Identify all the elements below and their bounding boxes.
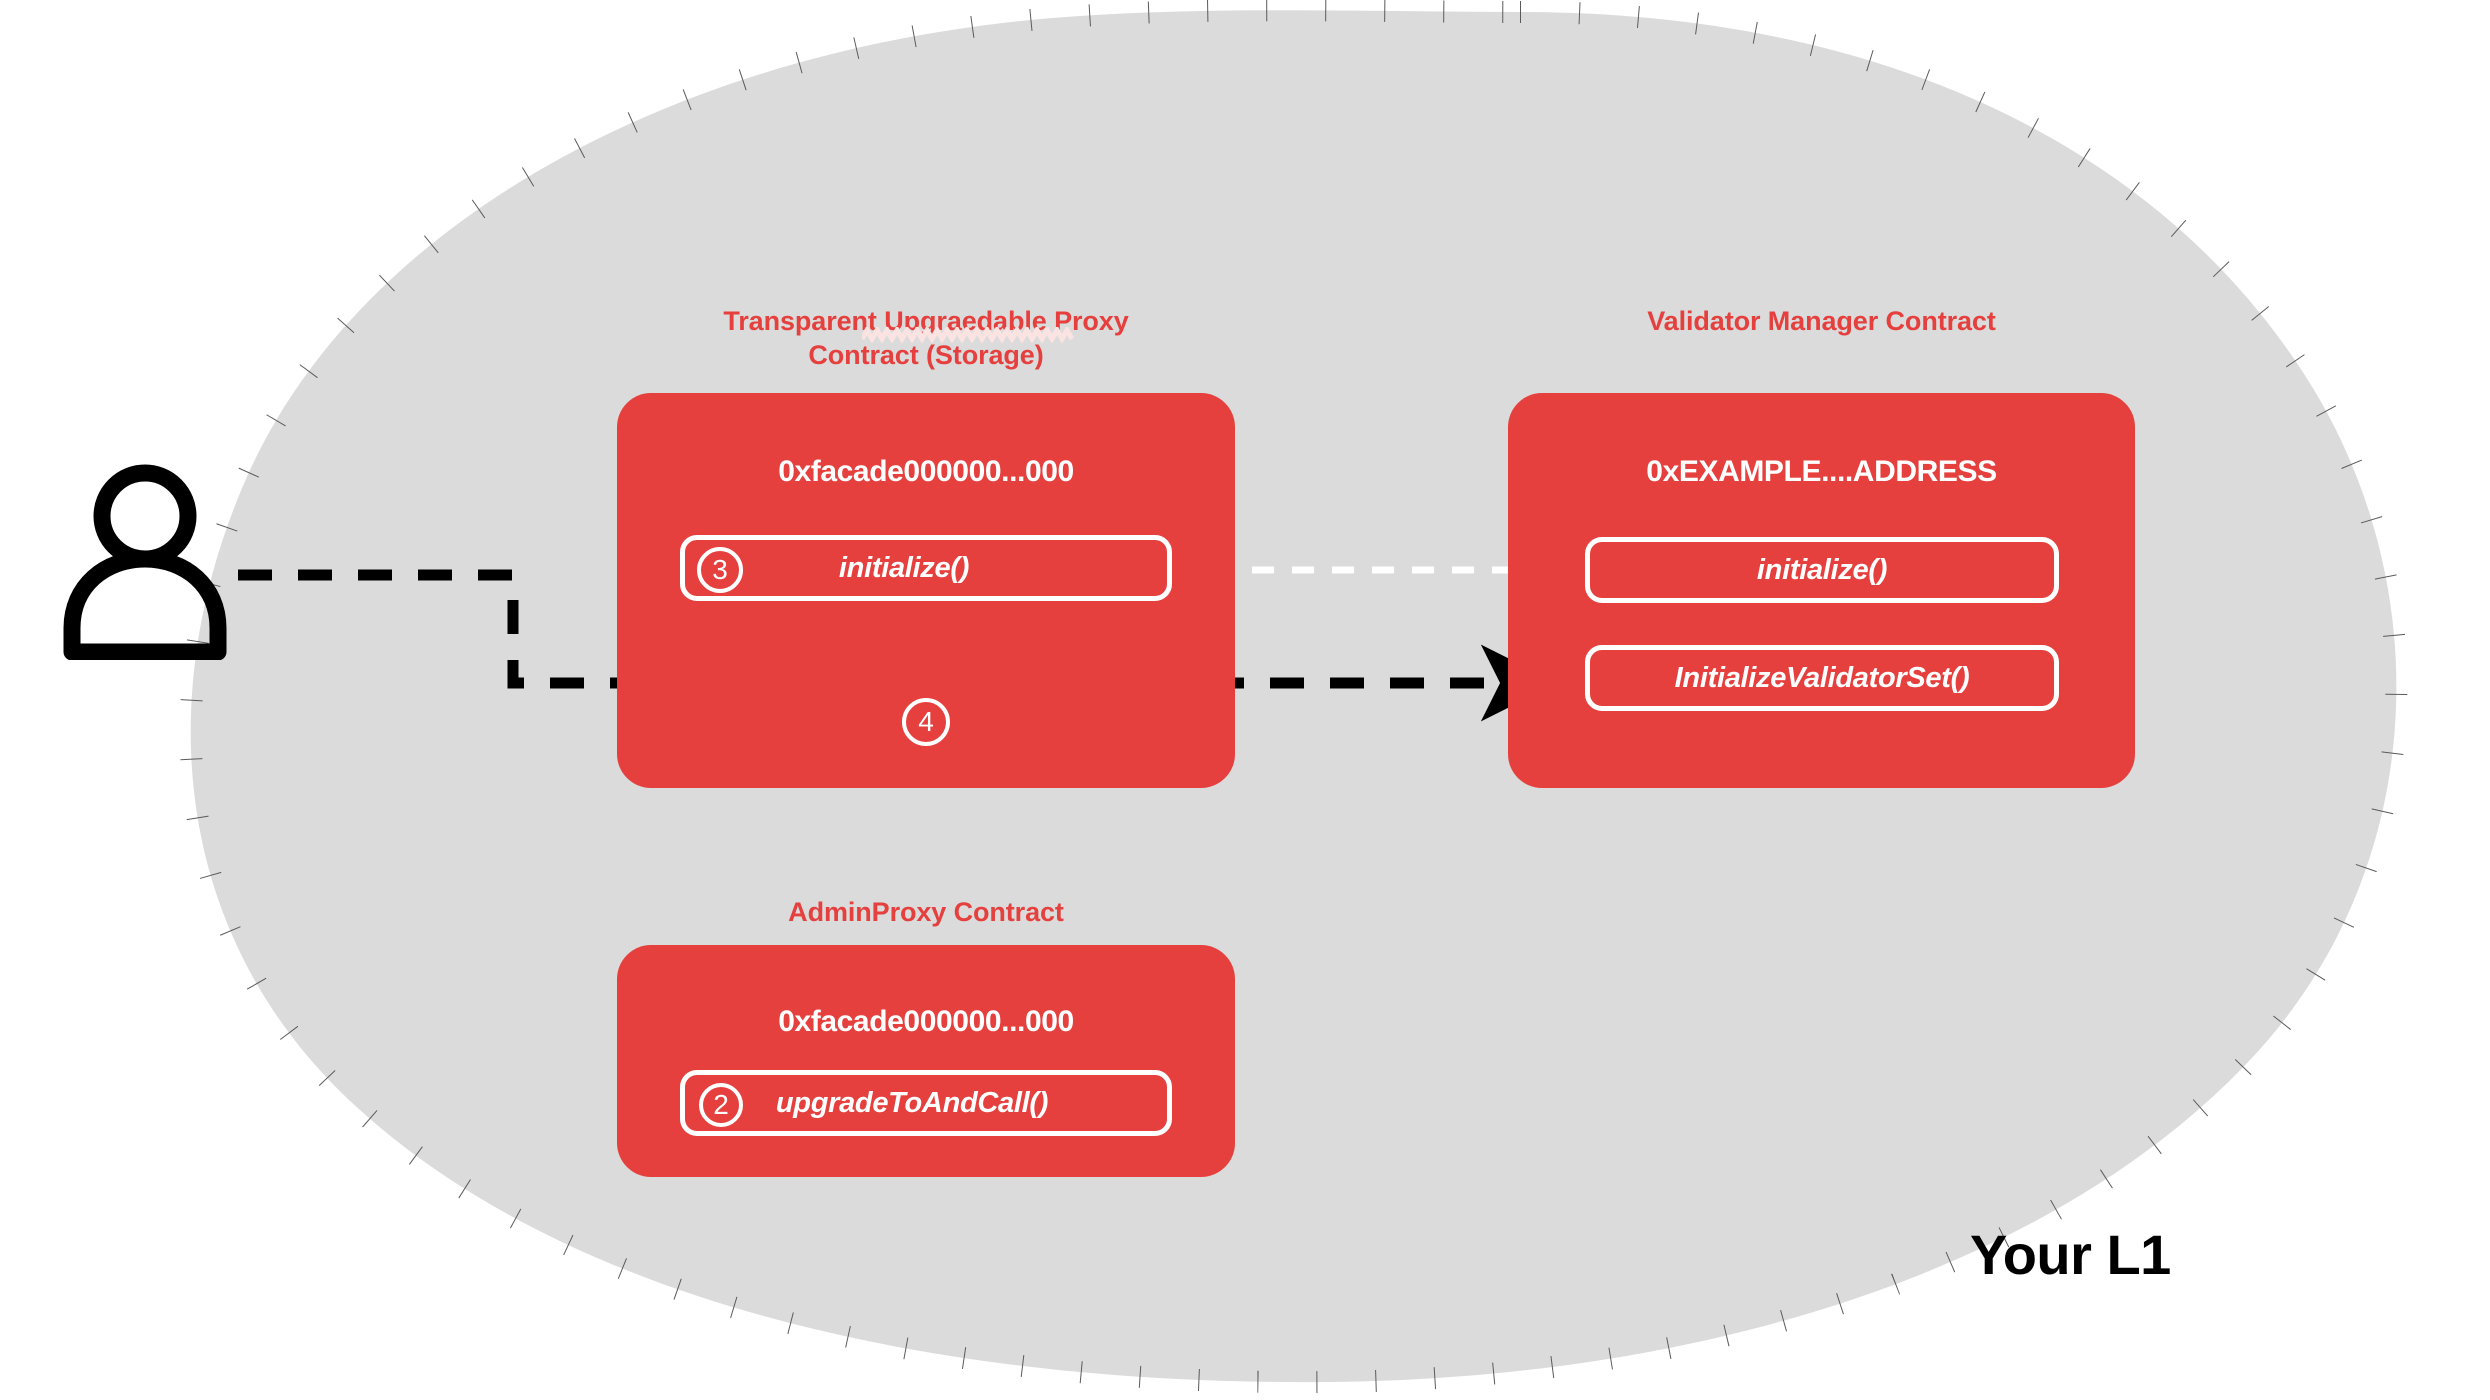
- validator-manager-function-initialize-validator-set-label: InitializeValidatorSet(): [1674, 661, 1970, 694]
- validator-manager-contract-card: 0xEXAMPLE....ADDRESS initialize() Initia…: [1508, 393, 2135, 788]
- proxy-contract-card: 0xfacade000000...000 3 initialize() 4: [617, 393, 1235, 788]
- proxy-contract-address: 0xfacade000000...000: [778, 455, 1074, 488]
- user-actor-icon: [63, 464, 227, 660]
- admin-proxy-contract-title: AdminProxy Contract: [788, 897, 1064, 927]
- region-label-your-l1: Your L1: [1970, 1223, 2171, 1286]
- validator-manager-function-initialize-validator-set[interactable]: InitializeValidatorSet(): [1585, 645, 2059, 711]
- proxy-function-initialize-label: initialize(): [838, 551, 970, 584]
- validator-manager-contract-title: Validator Manager Contract: [1647, 306, 1996, 336]
- proxy-contract-title-line2: Contract (Storage): [808, 340, 1044, 371]
- proxy-contract-title-line1: Transparent Upgraedable Proxy: [723, 306, 1129, 336]
- validator-manager-function-initialize-label: initialize(): [1756, 553, 1888, 586]
- admin-proxy-function-upgrade-to-and-call-label: upgradeToAndCall(): [775, 1086, 1049, 1119]
- admin-proxy-contract-card: 0xfacade000000...000 2 upgradeToAndCall(…: [617, 945, 1235, 1177]
- step-badge-2: 2: [699, 1083, 743, 1127]
- step-badge-3: 3: [697, 547, 743, 593]
- step-badge-4: 4: [902, 698, 950, 746]
- validator-manager-function-initialize[interactable]: initialize(): [1585, 537, 2059, 603]
- admin-proxy-contract-address: 0xfacade000000...000: [778, 1005, 1074, 1038]
- validator-manager-contract-address: 0xEXAMPLE....ADDRESS: [1646, 455, 1997, 488]
- proxy-contract-title: Transparent Upgraedable Proxy Contract (…: [617, 304, 1235, 372]
- admin-proxy-function-upgrade-to-and-call[interactable]: 2 upgradeToAndCall(): [680, 1070, 1172, 1136]
- proxy-function-initialize[interactable]: 3 initialize(): [680, 535, 1172, 601]
